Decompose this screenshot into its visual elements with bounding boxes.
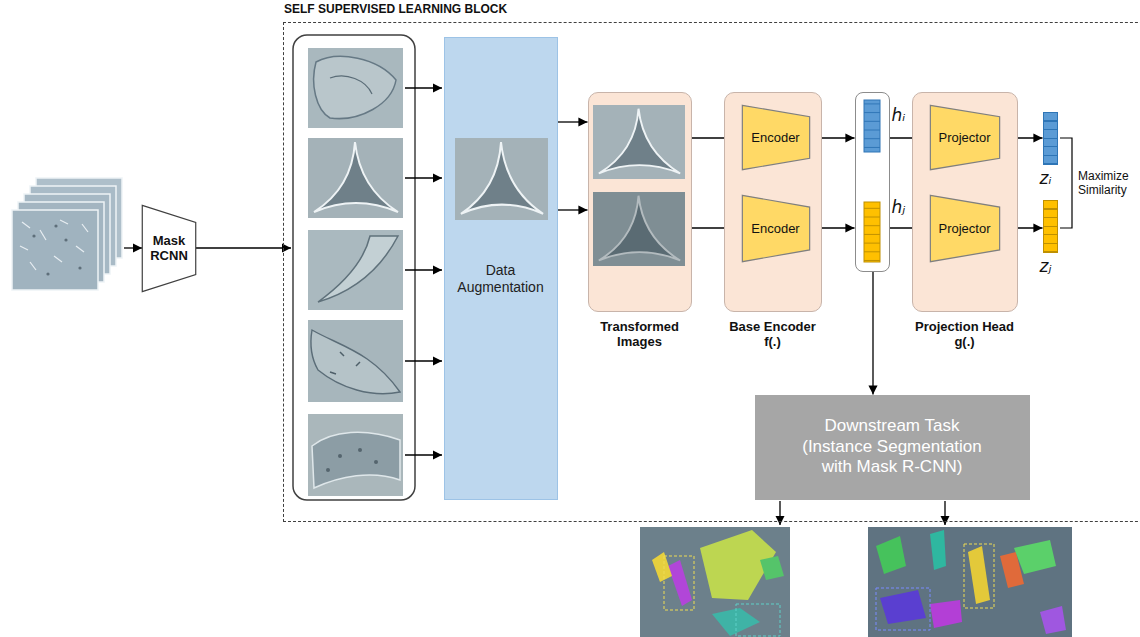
node-label: zᵢ bbox=[1040, 168, 1064, 188]
node-label: hᵢ bbox=[892, 105, 914, 125]
node-label: Projector bbox=[938, 221, 990, 236]
crop-panel bbox=[293, 35, 415, 500]
segmentation-output-left bbox=[640, 527, 790, 637]
encoder-block: Encoder bbox=[742, 105, 810, 170]
node-label: Encoder bbox=[751, 130, 799, 145]
flow-arrow bbox=[405, 88, 442, 455]
projector-block: Projector bbox=[930, 105, 1000, 170]
downstream-task-box: Downstream Task (Instance Segmentation w… bbox=[755, 395, 1030, 500]
node-label: Transformed Images bbox=[588, 319, 692, 350]
arrow-connector bbox=[558, 121, 588, 122]
flow-arrow bbox=[124, 247, 142, 248]
augmentation-sample bbox=[455, 138, 548, 220]
similarity-bracket bbox=[1060, 138, 1072, 228]
transformed-image bbox=[593, 192, 685, 266]
node-label: Base Encoder f(.) bbox=[724, 319, 822, 350]
segmentation-output-right bbox=[868, 527, 1072, 637]
node-label: Downstream Task (Instance Segmentation w… bbox=[794, 416, 990, 477]
node-label: Mask RCNN bbox=[146, 234, 192, 264]
arrow-connector bbox=[872, 272, 873, 395]
projection-vector: zⱼ bbox=[1043, 200, 1058, 253]
node-label: hⱼ bbox=[892, 197, 914, 217]
base-encoder-box: Base Encoder f(.)EncoderEncoder bbox=[724, 92, 822, 312]
projection-head-box: Projection Head g(.)ProjectorProjector bbox=[912, 92, 1018, 312]
encoder-block: Encoder bbox=[742, 195, 810, 262]
node-label: Data Augmentation bbox=[451, 262, 551, 297]
feature-vector bbox=[864, 202, 880, 262]
flow-arrow bbox=[196, 247, 291, 248]
projection-vector: zᵢ bbox=[1043, 112, 1058, 165]
annotation-label: Maximize Similarity bbox=[1078, 169, 1136, 198]
input-image-stack bbox=[12, 178, 122, 290]
node-label: Projection Head g(.) bbox=[908, 319, 1022, 350]
node-label: Projector bbox=[938, 130, 990, 145]
mask-rcnn-block: Mask RCNN bbox=[142, 205, 196, 292]
augmentation-box: Data Augmentation bbox=[444, 37, 558, 500]
feature-vector bbox=[864, 100, 880, 152]
cell-crops bbox=[308, 48, 403, 496]
arrow-connector bbox=[558, 209, 588, 210]
node-label: Encoder bbox=[751, 221, 799, 236]
transformed-image bbox=[593, 105, 685, 179]
projector-block: Projector bbox=[930, 195, 1000, 262]
ssl-region: SELF SUPERVISED LEARNING BLOCKData Augme… bbox=[283, 22, 1140, 522]
node-label: zⱼ bbox=[1040, 256, 1064, 276]
node-label: SELF SUPERVISED LEARNING BLOCK bbox=[284, 2, 704, 16]
